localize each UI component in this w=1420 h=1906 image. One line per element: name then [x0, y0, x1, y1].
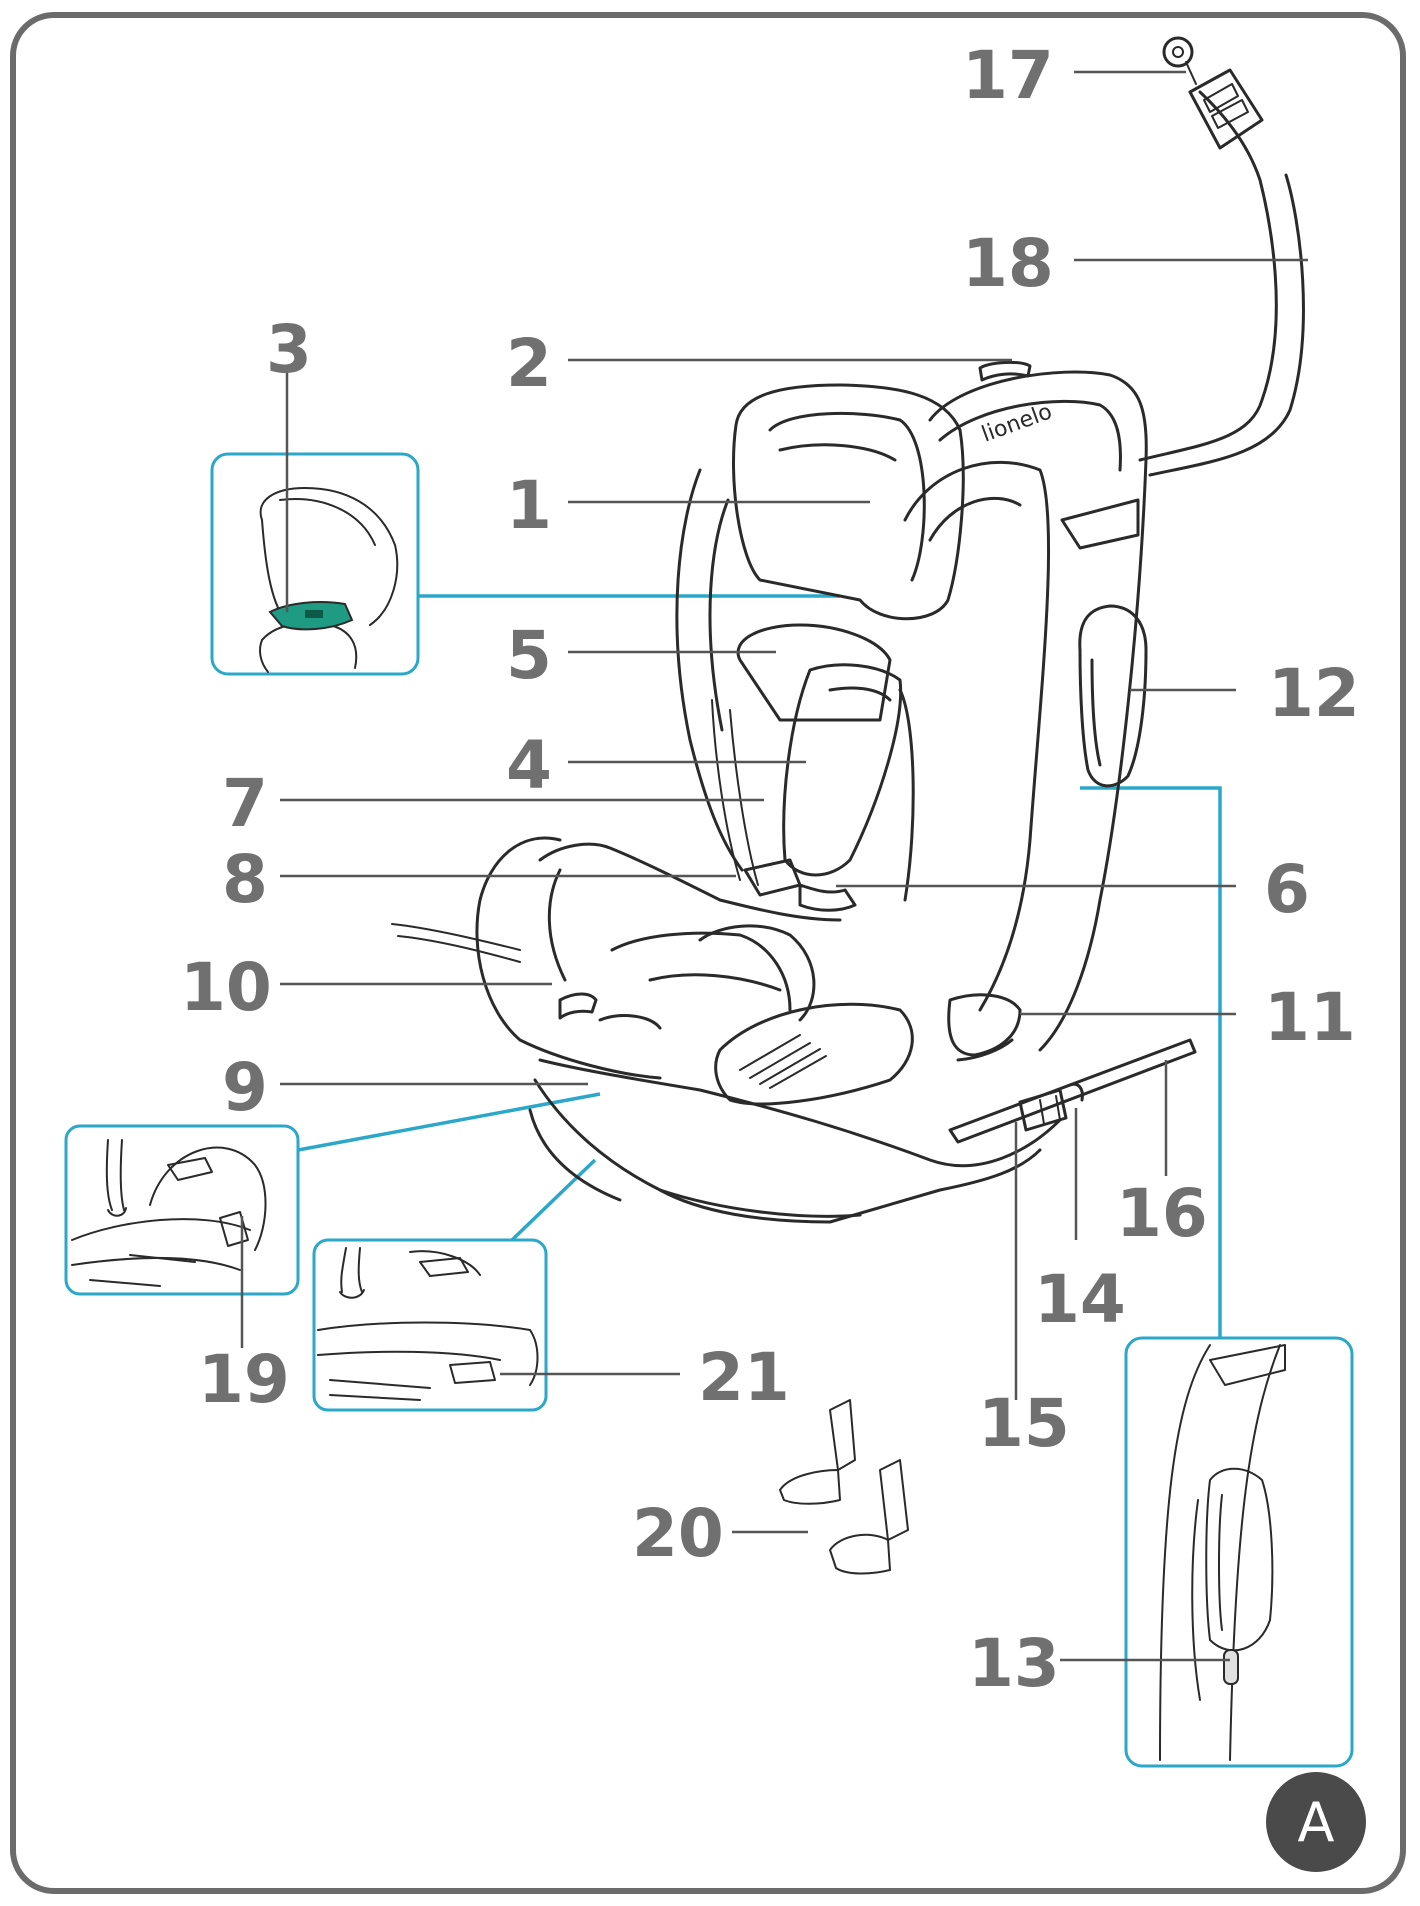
inset-headrest-adjuster: [210, 365, 420, 676]
diagram-frame: [10, 12, 1406, 1894]
label-17: 17: [962, 37, 1054, 114]
label-18: 18: [962, 225, 1054, 302]
inset-isofix-release-19: [64, 1124, 300, 1296]
figure-badge: A: [1266, 1772, 1366, 1872]
label-11: 11: [1264, 979, 1356, 1056]
label-10: 10: [180, 949, 272, 1026]
label-8: 8: [222, 841, 268, 918]
label-6: 6: [1264, 851, 1310, 928]
label-5: 5: [506, 617, 552, 694]
label-13: 13: [968, 1625, 1060, 1702]
label-4: 4: [506, 727, 552, 804]
label-3: 3: [266, 311, 312, 388]
label-2: 2: [506, 325, 552, 402]
label-1: 1: [506, 467, 552, 544]
label-7: 7: [222, 765, 268, 842]
label-12: 12: [1268, 655, 1360, 732]
label-19: 19: [198, 1341, 290, 1418]
seat-drawing: [391, 36, 1305, 1575]
label-21: 21: [698, 1339, 790, 1416]
label-20: 20: [632, 1495, 724, 1572]
figure-badge-letter: A: [1298, 1791, 1335, 1854]
part-labels: 17 18 3 2 1 5 12 4 7 8 6 10 11 9 16 14 1…: [180, 37, 1360, 1702]
label-9: 9: [222, 1049, 268, 1126]
label-15: 15: [978, 1385, 1070, 1462]
label-16: 16: [1116, 1175, 1208, 1252]
leader-lines: [240, 70, 1308, 1662]
inset-side-protection-13: [1124, 1336, 1354, 1768]
inset-isofix-21: [312, 1238, 548, 1412]
label-14: 14: [1034, 1261, 1126, 1338]
